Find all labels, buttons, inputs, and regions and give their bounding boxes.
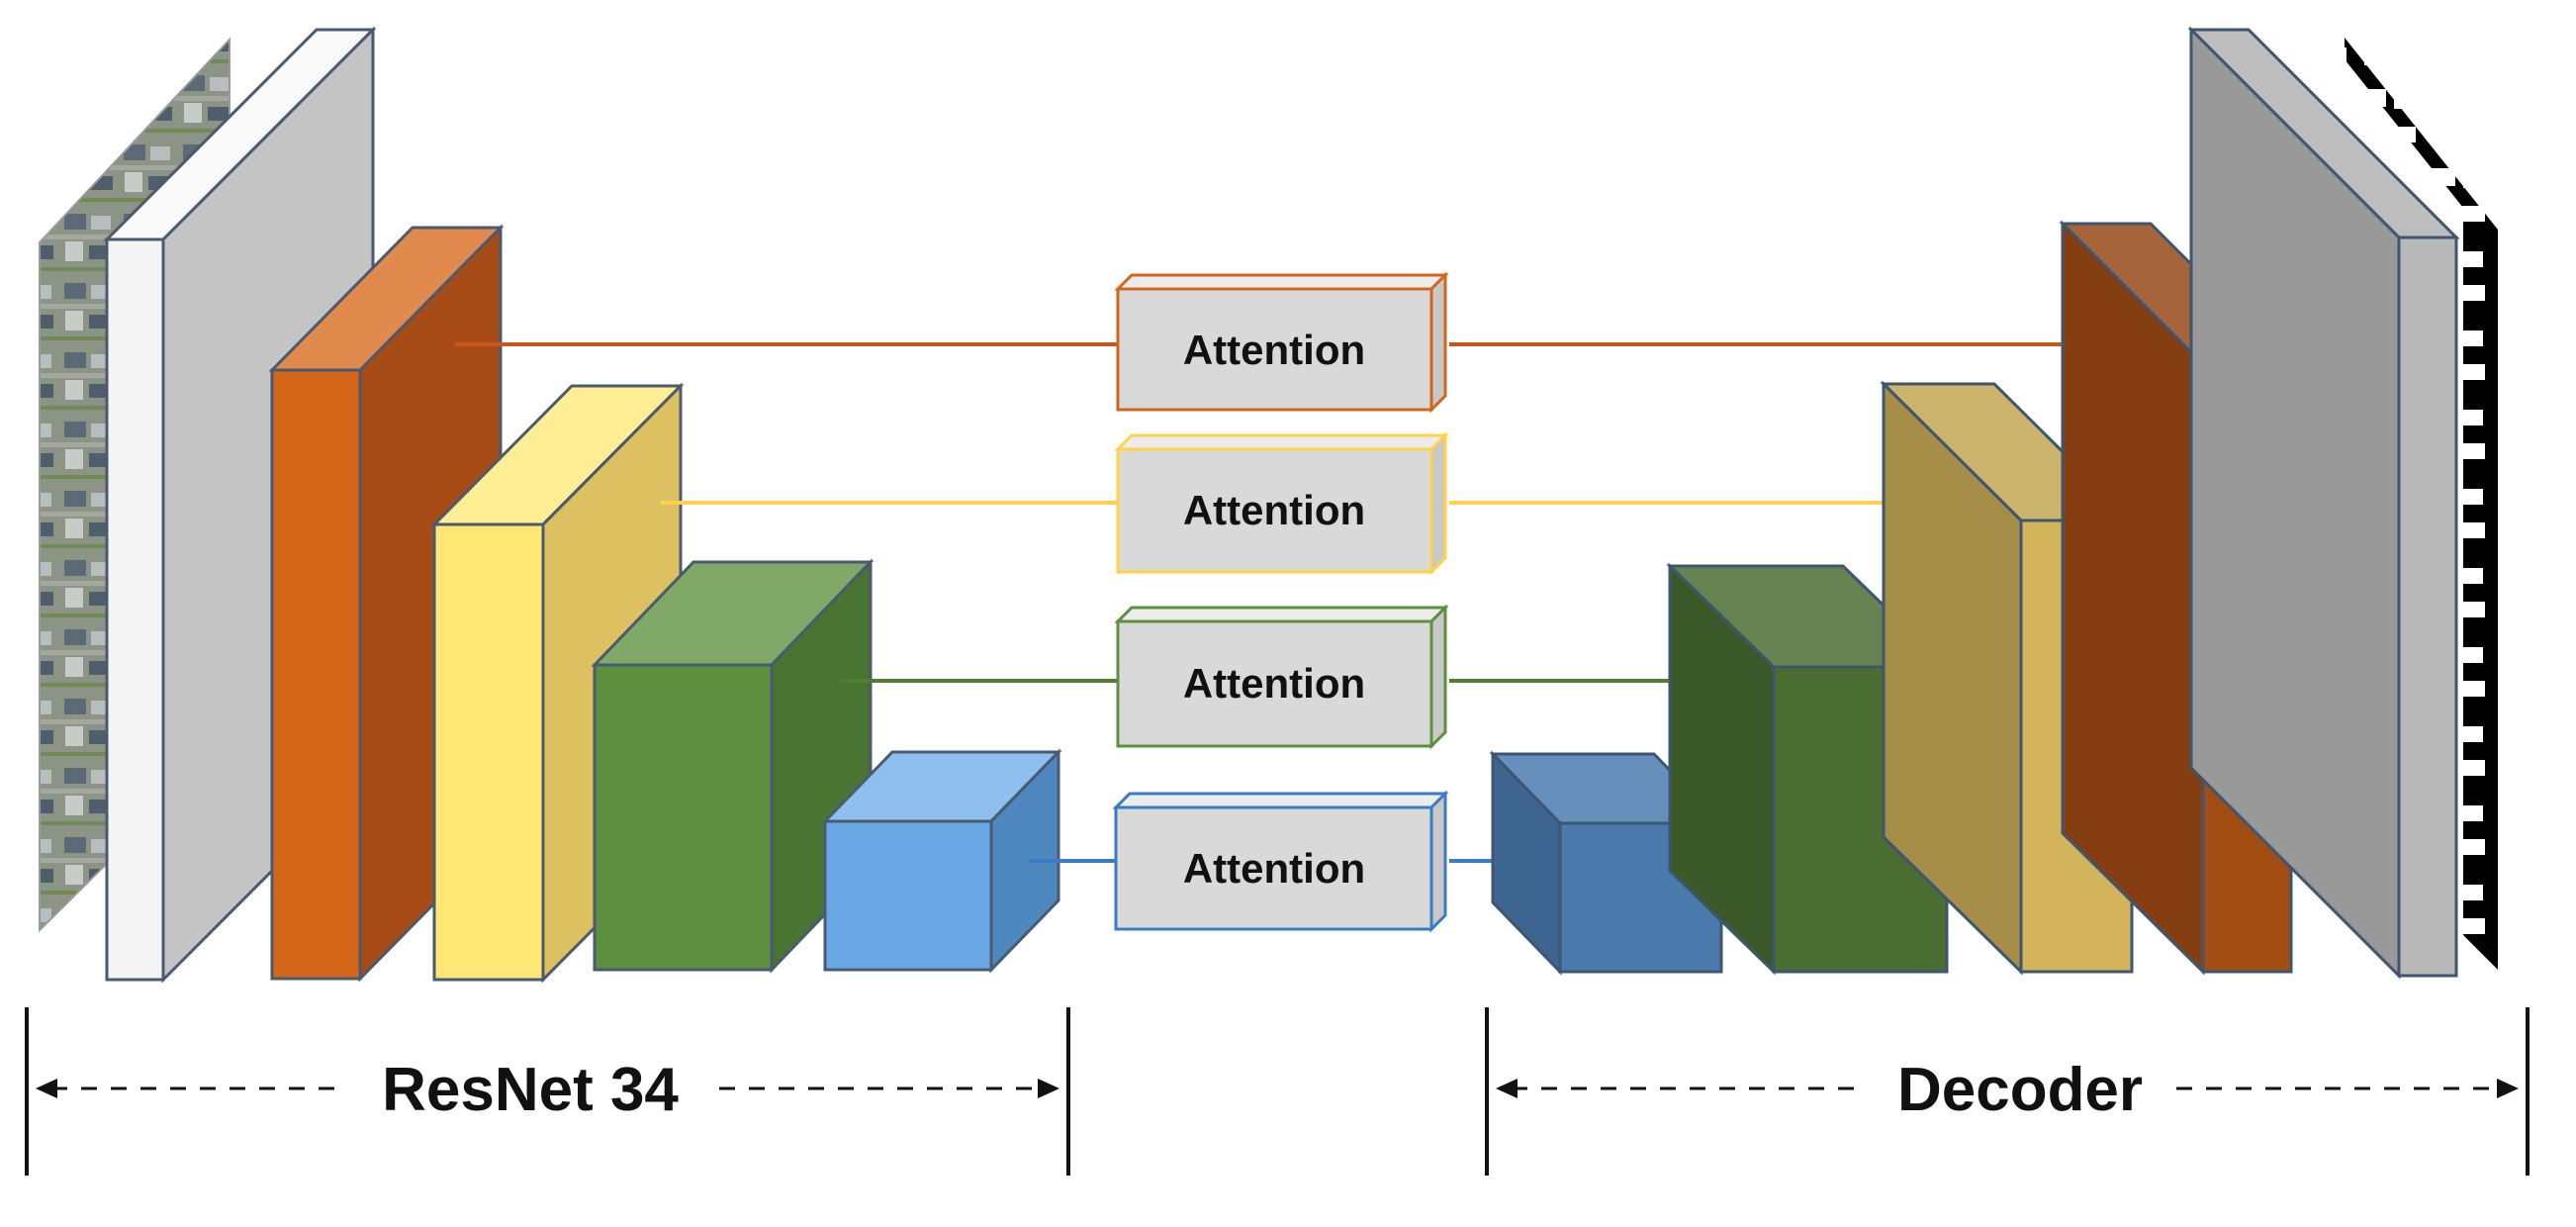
decoder-block-output-gray bbox=[2187, 26, 2460, 980]
decoder-bracket: Decoder bbox=[1485, 1007, 2530, 1176]
attention-label: Attention bbox=[1183, 845, 1365, 892]
attention-module-green: Attention bbox=[1114, 604, 1449, 750]
arrow-right-icon bbox=[2497, 1079, 2519, 1098]
encoder-block-blue bbox=[821, 748, 1062, 974]
attention-label: Attention bbox=[1183, 487, 1365, 533]
attention-label: Attention bbox=[1183, 327, 1365, 373]
attention-module-yellow: Attention bbox=[1114, 431, 1449, 576]
arrow-right-icon bbox=[1038, 1079, 1059, 1098]
output-segmentation-mask bbox=[2345, 38, 2498, 970]
encoder-label: ResNet 34 bbox=[382, 1056, 679, 1124]
segmentation-mask-icon bbox=[2345, 38, 2498, 970]
attention-label: Attention bbox=[1183, 660, 1365, 707]
arrow-left-icon bbox=[1496, 1079, 1518, 1098]
attention-module-blue: Attention bbox=[1112, 790, 1449, 933]
attention-module-orange: Attention bbox=[1114, 271, 1449, 414]
arrow-left-icon bbox=[36, 1079, 57, 1098]
encoder-bracket: ResNet 34 bbox=[25, 1007, 1070, 1176]
decoder-label: Decoder bbox=[1897, 1056, 2143, 1124]
